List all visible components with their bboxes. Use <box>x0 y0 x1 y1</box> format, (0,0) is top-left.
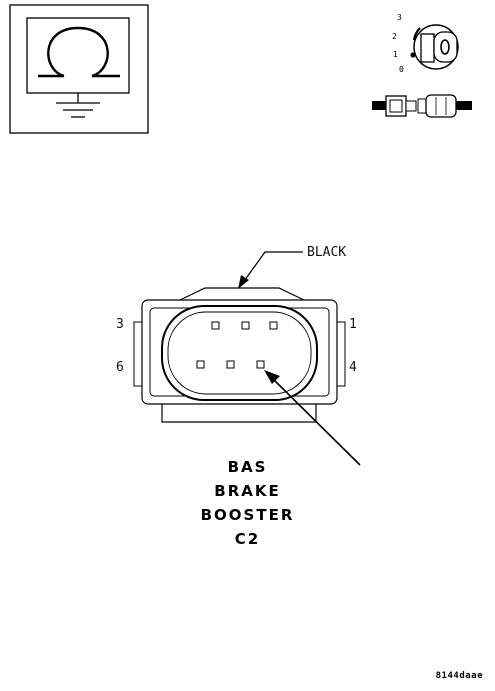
pin-4 <box>256 360 265 369</box>
component-name-line-4: C2 <box>234 530 261 548</box>
component-arrow <box>264 370 361 466</box>
pin-cavities <box>196 321 278 369</box>
ignition-key-icon <box>410 24 459 70</box>
pin-1 <box>269 321 278 330</box>
pin-2 <box>241 321 250 330</box>
ignition-position-3: 3 <box>397 13 402 22</box>
pin-label-top-right: 1 <box>349 317 357 332</box>
connector-color-label: BLACK <box>307 245 347 260</box>
figure-code: 8144daae <box>435 671 483 681</box>
ignition-position-1: 1 <box>393 50 398 59</box>
pin-3 <box>211 321 220 330</box>
component-name-line-2: BRAKE <box>214 482 281 500</box>
connector-face <box>133 287 346 423</box>
pin-6 <box>196 360 205 369</box>
color-leader-line <box>238 251 303 289</box>
pin-5 <box>226 360 235 369</box>
pin-label-top-left: 3 <box>116 317 124 332</box>
pin-label-bottom-left: 6 <box>116 360 124 375</box>
component-name-line-3: BOOSTER <box>200 506 295 524</box>
connector-pair-icon <box>372 94 472 118</box>
pin-label-bottom-right: 4 <box>349 360 357 375</box>
ignition-position-0: 0 <box>399 65 404 74</box>
ignition-position-2: 2 <box>392 32 397 41</box>
ground-symbol-icon <box>9 4 149 134</box>
component-name-line-1: BAS <box>227 458 268 476</box>
